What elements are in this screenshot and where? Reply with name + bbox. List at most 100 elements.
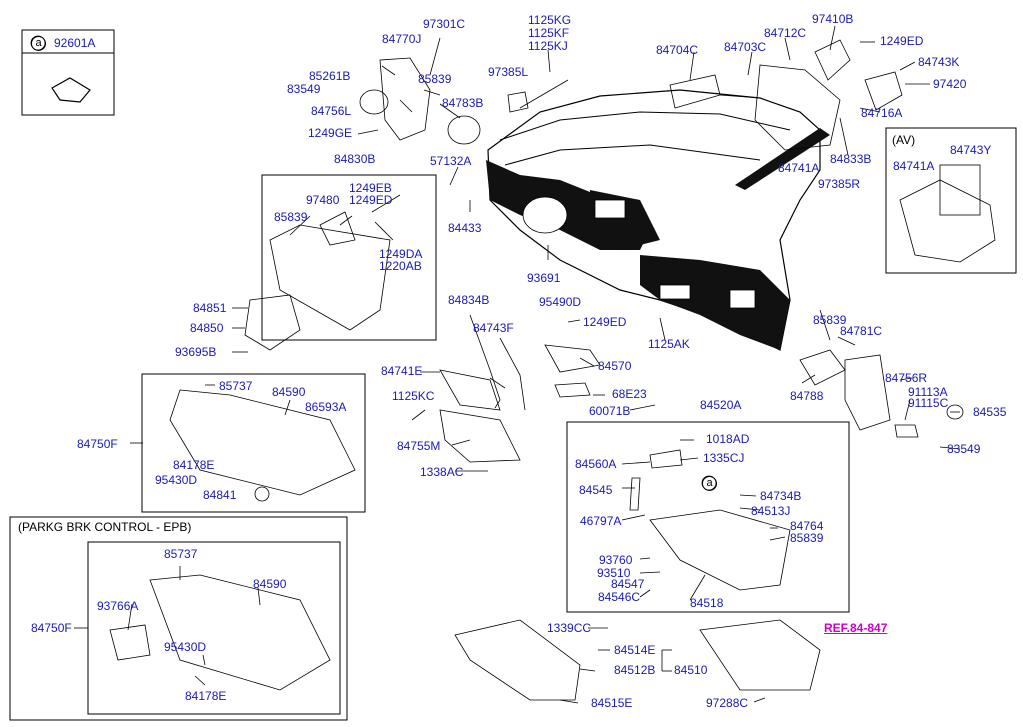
part-label-1335cj: 1335CJ: [703, 451, 745, 465]
crash-pad-outline: [487, 89, 821, 351]
part-label-93691: 93691: [527, 271, 561, 285]
part-97420: [864, 71, 903, 111]
part-label-1125kf: 1125KF: [528, 26, 570, 40]
part-label-95430d-b: 95430D: [164, 640, 207, 654]
part-label-95490d: 95490D: [539, 295, 582, 309]
part-label-86593a: 86593A: [305, 400, 347, 414]
part-84741e: [439, 369, 501, 411]
inset-box-92601a: [21, 29, 115, 116]
part-label-84545: 84545: [579, 483, 613, 497]
part-label-97385l: 97385L: [488, 65, 529, 79]
part-label-84750f-a: 84750F: [77, 437, 118, 451]
part-label-84178e-b: 84178E: [185, 689, 227, 703]
part-label-84781c: 84781C: [840, 324, 883, 338]
callout-a-inset: a: [31, 36, 46, 51]
part-label-84750f-b: 84750F: [31, 621, 72, 635]
part-label-84783b: 84783B: [442, 96, 484, 110]
lower-panel-box: [141, 373, 366, 513]
part-label-85839-a: 85839: [418, 72, 452, 86]
part-label-84547: 84547: [611, 577, 645, 591]
glove-box-assembly-box: [566, 421, 850, 613]
part-label-84755m: 84755M: [397, 439, 441, 453]
part-84755m: [439, 409, 521, 463]
part-label-1220ab: 1220AB: [379, 259, 422, 273]
part-84756l: [359, 89, 389, 115]
part-label-1125ak: 1125AK: [648, 337, 690, 351]
part-label-83549-a: 83549: [287, 82, 321, 96]
part-label-57132a: 57132A: [430, 154, 472, 168]
part-label-84788: 84788: [790, 389, 824, 403]
part-label-84433: 84433: [448, 221, 482, 235]
part-84743y: [939, 164, 981, 216]
part-ref-84-847: [699, 619, 821, 691]
part-label-84756r: 84756R: [885, 371, 928, 385]
part-label-91115c: 91115C: [908, 396, 949, 410]
part-84743f: [499, 337, 526, 411]
part-label-1339cc: 1339CC: [547, 621, 592, 635]
epb-variant-box: [9, 516, 348, 721]
part-84520a: [649, 509, 791, 591]
part-label-84518: 84518: [690, 596, 724, 610]
part-84510: [454, 619, 581, 701]
part-label-84560a: 84560A: [575, 457, 617, 471]
part-label-84764: 84764: [790, 519, 824, 533]
part-97410b: [814, 39, 851, 81]
part-label-84520a: 84520A: [700, 398, 742, 412]
part-label-84741a-a: 84741A: [778, 161, 820, 175]
part-84741a-av: [899, 179, 996, 263]
part-label-68e23: 68E23: [612, 387, 647, 401]
variant-label-epb: (PARKG BRK CONTROL - EPB): [18, 520, 192, 534]
part-label-85261b: 85261B: [309, 69, 351, 83]
part-label-84851: 84851: [193, 301, 227, 315]
part-label-84734b: 84734B: [760, 489, 802, 503]
part-label-84703c: 84703C: [724, 40, 767, 54]
part-label-84514e: 84514E: [614, 643, 656, 657]
part-label-84178e-a: 84178E: [173, 458, 215, 472]
part-84750f-a: [169, 389, 356, 496]
ref-link-84-847[interactable]: REF.84-847: [824, 621, 888, 635]
part-label-84743k: 84743K: [918, 55, 960, 69]
part-97480: [319, 211, 356, 246]
part-97385l: [507, 91, 529, 113]
part-label-1249ed-c: 1249ED: [583, 315, 627, 329]
part-label-85737-b: 85737: [164, 547, 198, 561]
part-label-60071b: 60071B: [589, 404, 631, 418]
part-label-84704c: 84704C: [656, 43, 699, 57]
part-label-1249eb: 1249EB: [349, 181, 392, 195]
part-84830b: [269, 224, 391, 331]
part-68e23: [554, 382, 591, 398]
part-label-84513j: 84513J: [751, 504, 791, 518]
part-84770j: [379, 57, 431, 141]
part-label-92601a: 92601A: [54, 36, 96, 50]
part-84850: [244, 294, 301, 351]
part-label-1249da: 1249DA: [379, 247, 423, 261]
part-label-97410b: 97410B: [812, 12, 854, 26]
part-label-85839-b: 85839: [274, 210, 308, 224]
part-label-97480: 97480: [306, 193, 340, 207]
part-label-91113a: 91113A: [908, 385, 948, 399]
part-label-84743y: 84743Y: [950, 143, 992, 157]
part-label-84590-b: 84590: [253, 577, 287, 591]
variant-label-av: (AV): [892, 133, 916, 147]
part-84750f-b: [149, 574, 331, 691]
part-label-84535: 84535: [973, 405, 1007, 419]
part-label-93695b: 93695B: [175, 345, 217, 359]
part-label-84833b: 84833B: [830, 152, 872, 166]
part-label-84741e: 84741E: [381, 364, 423, 378]
part-84841: [254, 486, 270, 502]
part-label-1249ge: 1249GE: [308, 126, 353, 140]
part-label-84716a: 84716A: [861, 106, 903, 120]
part-label-95430d-a: 95430D: [155, 473, 198, 487]
part-label-84546c: 84546C: [598, 590, 641, 604]
part-label-97301c: 97301C: [423, 17, 466, 31]
part-label-1338ac: 1338AC: [420, 465, 464, 479]
part-label-1125kj: 1125KJ: [528, 39, 568, 53]
part-label-84515e: 84515E: [591, 696, 633, 710]
part-label-84743f: 84743F: [473, 321, 514, 335]
part-92601a: [51, 77, 91, 103]
part-label-84512b: 84512B: [614, 663, 656, 677]
part-84560a: [649, 449, 683, 469]
part-label-83549-b: 83549: [947, 442, 981, 456]
part-label-46797a: 46797A: [580, 514, 622, 528]
part-84535: [946, 404, 964, 420]
